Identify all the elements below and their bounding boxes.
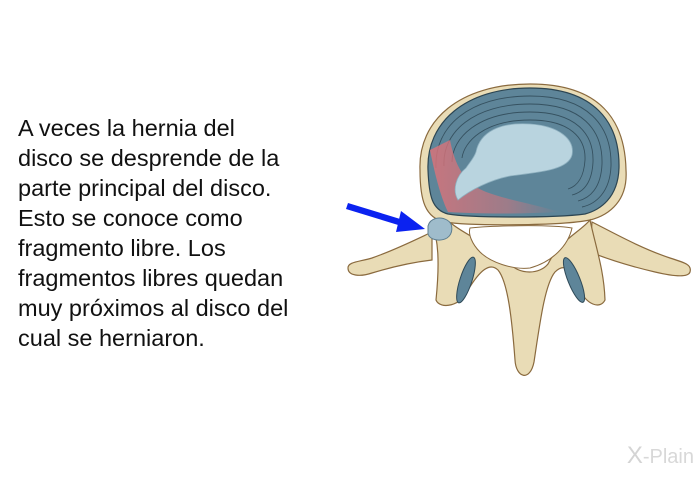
caption-line: fragmento libre. Los [18, 235, 226, 261]
xplain-logo: X-Plain [627, 442, 694, 470]
vertebra-illustration [346, 83, 691, 376]
logo-text: -Plain [642, 446, 694, 468]
caption-line: fragmentos libres quedan [18, 265, 284, 291]
caption-line: Esto se conoce como [18, 205, 243, 231]
caption-line: muy próximos al disco del [18, 295, 289, 321]
caption-line: A veces la hernia del [18, 115, 235, 141]
caption-text: A veces la hernia del disco se desprende… [18, 113, 348, 353]
logo-mark: X [626, 442, 643, 469]
caption-line: parte principal del disco. [18, 175, 272, 201]
caption-line: cual se herniaron. [18, 325, 205, 351]
arrow-icon [346, 203, 425, 232]
free-fragment [427, 217, 453, 241]
caption-line: disco se desprende de la [18, 145, 280, 171]
